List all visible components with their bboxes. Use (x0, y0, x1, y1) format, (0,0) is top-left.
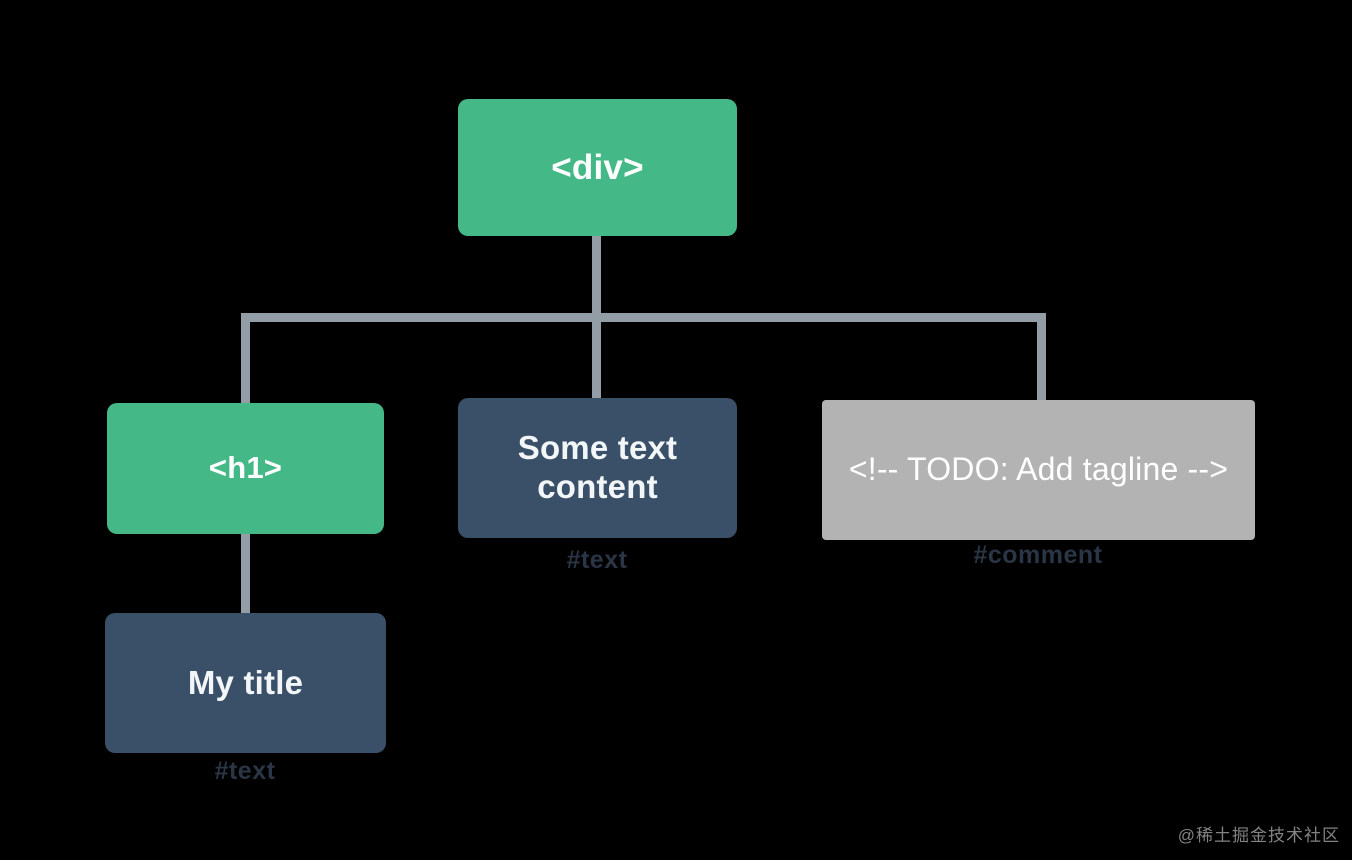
node-some-text-label: Some text content (517, 429, 678, 505)
caption-comment: #comment (973, 541, 1103, 569)
node-comment-label: <!-- TODO: Add tagline --> (848, 451, 1229, 488)
connector-h1-to-my-title (241, 532, 250, 624)
caption-some-text: #text (566, 546, 628, 574)
caption-my-title: #text (214, 757, 276, 785)
node-h1-label: <h1> (208, 450, 283, 486)
node-some-text[interactable]: Some text content (458, 398, 737, 538)
node-h1[interactable]: <h1> (107, 403, 384, 534)
node-my-title-label: My title (187, 663, 304, 701)
connector-to-h1 (241, 313, 250, 405)
connector-div-stem (592, 234, 601, 320)
connector-to-comment (1037, 313, 1046, 405)
node-comment[interactable]: <!-- TODO: Add tagline --> (822, 400, 1255, 540)
node-div[interactable]: <div> (458, 99, 737, 236)
node-my-title[interactable]: My title (105, 613, 386, 753)
node-div-label: <div> (551, 147, 644, 187)
connector-to-some-text (592, 313, 601, 405)
connector-horizontal-bus (241, 313, 1046, 322)
watermark: @稀土掘金技术社区 (1177, 826, 1340, 845)
